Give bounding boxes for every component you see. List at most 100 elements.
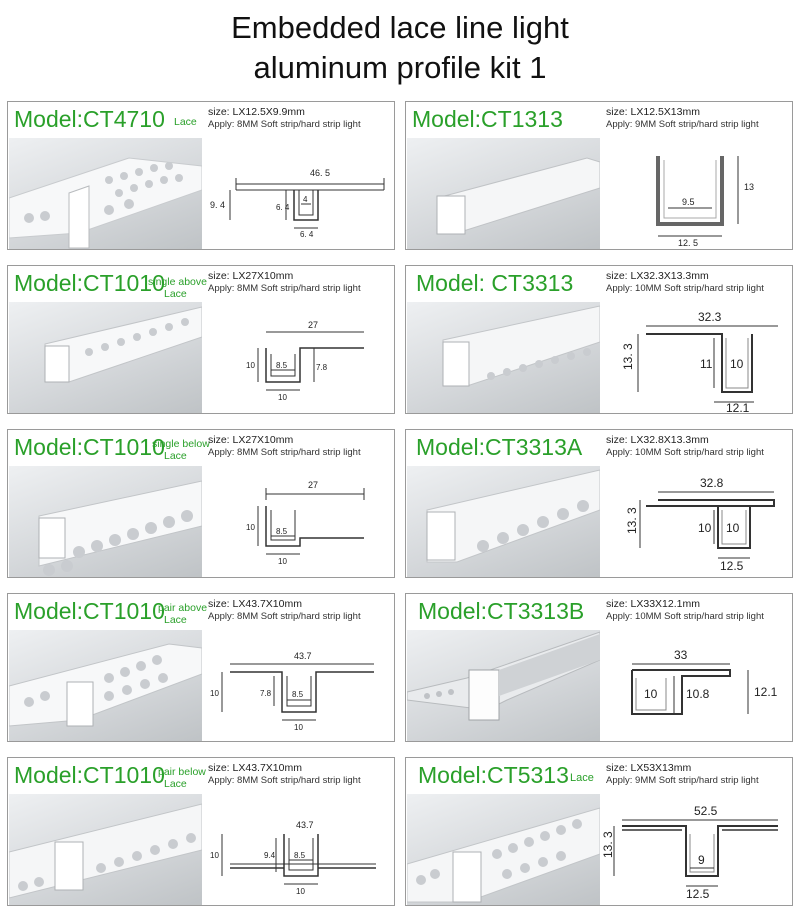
profile-photo — [9, 630, 202, 741]
dim-height: 12.1 — [754, 685, 778, 699]
dimension-drawing-art: 43.7 10 9.4 8.5 10 — [210, 820, 376, 896]
profile-photo — [407, 302, 600, 413]
dim-height: 13. 3 — [602, 831, 615, 858]
dim-width: 10 — [294, 723, 303, 732]
page-title-line1: Embedded lace line light — [231, 10, 569, 45]
product-card-ct5313: Model:CT5313 Lace size: LX53X13mm Apply:… — [405, 757, 793, 906]
profile-photo-art — [9, 643, 202, 727]
size-spec: size: LX32.8X13.3mm — [606, 434, 709, 446]
dimension-drawing: 27 10 8.5 7.8 10 — [204, 302, 394, 413]
product-card-ct1010-single-below: Model:CT1010 single below Lace size: LX2… — [7, 429, 395, 578]
dim-inner-width: 8.5 — [276, 361, 288, 370]
profile-photo-art — [38, 480, 202, 576]
profile-photo — [407, 138, 600, 249]
model-label: Model:CT1010 — [14, 598, 165, 624]
lace-label-line1: pair above — [158, 602, 208, 614]
dim-inner-height: 9.4 — [264, 851, 276, 860]
dimension-drawing-art: 27 10 8.5 10 — [246, 480, 365, 566]
dim-width: 12.5 — [720, 559, 744, 573]
model-label: Model:CT1010 — [14, 762, 165, 788]
dim-inner-height: 6. 4 — [276, 203, 290, 212]
profile-photo-art — [407, 631, 600, 721]
page-title-line2: aluminum profile kit 1 — [253, 50, 547, 85]
lace-label-line1: single above — [148, 276, 207, 288]
model-label: Model:CT3313B — [418, 598, 585, 624]
model-label: Model:CT4710 — [14, 106, 165, 132]
dim-inner-width: 9.5 — [682, 197, 695, 207]
dim-width: 12. 5 — [678, 238, 698, 248]
product-card-ct4710: Model:CT4710 Lace size: LX12.5X9.9mm App… — [7, 101, 395, 250]
dim-inner-width: 10 — [730, 357, 744, 371]
profile-photo-art — [407, 807, 600, 903]
profile-photo — [9, 138, 202, 249]
product-card-ct1010-single-above: Model:CT1010 single above Lace size: LX2… — [7, 265, 395, 414]
dim-length: 33 — [674, 648, 688, 662]
profile-photo — [407, 794, 600, 905]
dimension-drawing: 32.8 13. 3 10 10 12.5 — [602, 466, 792, 577]
dim-length: 27 — [308, 480, 318, 490]
product-card-ct3313b: Model:CT3313B size: LX33X12.1mm Apply: 1… — [405, 593, 793, 742]
apply-spec: Apply: 8MM Soft strip/hard strip light — [208, 119, 361, 130]
size-spec: size: LX27X10mm — [208, 434, 294, 446]
dim-width: 10 — [278, 557, 287, 566]
dim-length: 43.7 — [296, 820, 314, 830]
lace-label-line2: Lace — [164, 778, 187, 790]
apply-spec: Apply: 10MM Soft strip/hard strip light — [606, 611, 764, 622]
dim-length: 32.8 — [700, 476, 724, 490]
profile-photo-art — [442, 305, 600, 387]
dim-width: 10 — [296, 887, 305, 896]
dim-inner-width: 8.5 — [276, 527, 288, 536]
size-spec: size: LX32.3X13.3mm — [606, 270, 709, 282]
size-spec: size: LX12.5X9.9mm — [208, 106, 305, 118]
profile-photo-art — [9, 157, 202, 249]
dimension-drawing-art: 32.8 13. 3 10 10 12.5 — [625, 476, 775, 573]
dim-length: 46. 5 — [310, 168, 330, 178]
lace-label-line2: Lace — [164, 614, 187, 626]
dim-width: 12.1 — [726, 401, 750, 413]
dim-inner-height: 10 — [698, 521, 712, 535]
dim-width: 12.5 — [686, 887, 710, 901]
dim-inner-height: 10.8 — [686, 687, 710, 701]
apply-spec: Apply: 8MM Soft strip/hard strip light — [208, 611, 361, 622]
apply-spec: Apply: 8MM Soft strip/hard strip light — [208, 775, 361, 786]
dim-inner-width: 9 — [698, 853, 705, 867]
dim-inner-width: 4 — [303, 195, 308, 204]
profile-photo-art — [436, 157, 600, 235]
dim-length: 52.5 — [694, 804, 718, 818]
model-label: Model:CT1313 — [412, 106, 563, 132]
dim-inner-width: 10 — [726, 521, 740, 535]
model-label: Model:CT1010 — [14, 270, 165, 296]
dim-height: 13 — [744, 182, 754, 192]
size-spec: size: LX43.7X10mm — [208, 762, 302, 774]
dimension-drawing: 43.7 10 7.8 8.5 10 — [204, 630, 394, 741]
dimension-drawing: 52.5 13. 3 9 12.5 — [602, 794, 792, 905]
dim-height: 10 — [246, 523, 255, 532]
size-spec: size: LX12.5X13mm — [606, 106, 700, 118]
dim-width: 10 — [278, 393, 287, 402]
product-card-ct1313: Model:CT1313 size: LX12.5X13mm Apply: 9M… — [405, 101, 793, 250]
dim-inner-height: 11 — [700, 357, 713, 371]
profile-photo — [9, 466, 202, 577]
profile-photo-art — [9, 803, 202, 899]
apply-spec: Apply: 9MM Soft strip/hard strip light — [606, 775, 759, 786]
dimension-drawing: 27 10 8.5 10 — [204, 466, 394, 577]
product-card-ct3313a: Model:CT3313A size: LX32.8X13.3mm Apply:… — [405, 429, 793, 578]
profile-photo — [9, 302, 202, 413]
dim-length: 27 — [308, 320, 318, 330]
dimension-drawing-art: 52.5 13. 3 9 12.5 — [602, 804, 778, 901]
profile-photo — [407, 466, 600, 577]
dim-inner-width: 8.5 — [294, 851, 306, 860]
lace-label-line2: Lace — [164, 450, 187, 462]
dimension-drawing: 46. 5 9. 4 6. 4 4 6. 4 — [204, 138, 394, 249]
dim-lace-height: 7.8 — [316, 363, 328, 372]
apply-spec: Apply: 8MM Soft strip/hard strip light — [208, 283, 361, 294]
size-spec: size: LX43.7X10mm — [208, 598, 302, 610]
product-card-ct1010-pair-above: Model:CT1010 pair above Lace size: LX43.… — [7, 593, 395, 742]
profile-photo — [9, 794, 202, 905]
size-spec: size: LX33X12.1mm — [606, 598, 700, 610]
model-label: Model:CT3313A — [416, 434, 583, 460]
dim-height: 13. 3 — [621, 343, 635, 370]
lace-label-line1: pair below — [158, 766, 206, 778]
size-spec: size: LX53X13mm — [606, 762, 692, 774]
dim-inner-height: 7.8 — [260, 689, 272, 698]
